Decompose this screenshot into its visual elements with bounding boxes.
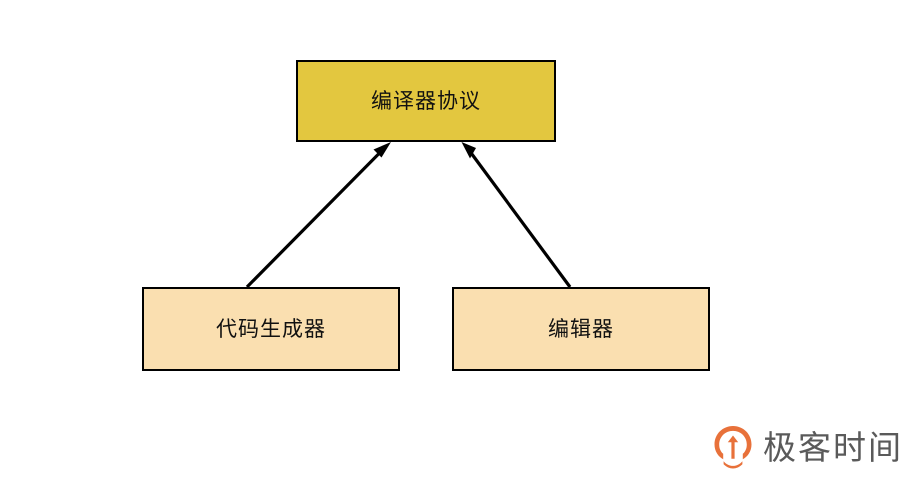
- node-editor[interactable]: 编辑器: [452, 287, 710, 371]
- geektime-logo-icon: [714, 426, 752, 469]
- node-code-generator[interactable]: 代码生成器: [142, 287, 400, 371]
- node-label: 代码生成器: [216, 316, 326, 341]
- edge-editor-to-protocol: [461, 142, 572, 288]
- watermark-text: 极客时间: [763, 427, 903, 467]
- edge-codegen-to-protocol: [245, 142, 391, 289]
- node-label: 编辑器: [548, 316, 614, 341]
- node-label: 编译器协议: [371, 88, 481, 113]
- node-compiler-protocol[interactable]: 编译器协议: [296, 60, 556, 142]
- watermark: 极客时间: [712, 421, 901, 473]
